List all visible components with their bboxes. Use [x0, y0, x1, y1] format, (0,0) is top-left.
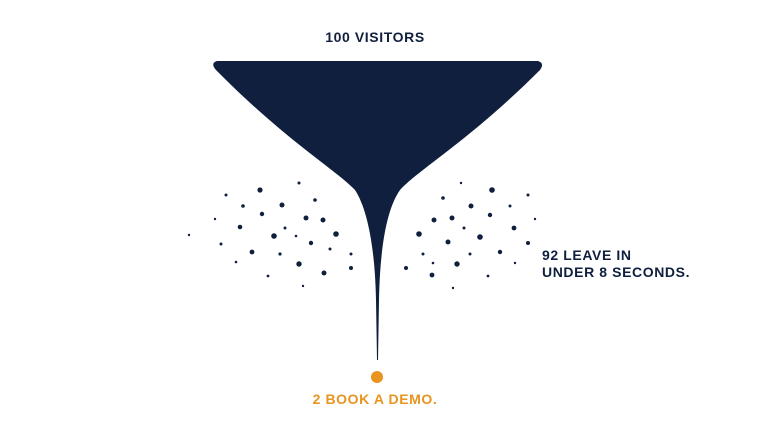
- leaving-visitor-dot: [283, 226, 287, 230]
- leaving-visitor-dot: [349, 252, 353, 256]
- leaving-visitor-dot: [219, 242, 223, 246]
- leaving-visitor-dot: [449, 215, 455, 221]
- leaving-visitor-dot: [224, 193, 228, 197]
- leaving-visitor-dot: [477, 234, 483, 240]
- leaving-visitor-dot: [313, 198, 317, 202]
- leaving-visitor-dot: [303, 215, 309, 221]
- leaving-visitor-dot: [241, 204, 245, 208]
- leaving-visitor-dot: [259, 211, 265, 217]
- leaving-visitor-dot: [187, 233, 191, 237]
- leaving-visitor-dot: [249, 249, 255, 255]
- leaving-visitor-dot: [513, 261, 517, 265]
- leave-label-line1: 92 LEAVE IN: [542, 247, 632, 263]
- leaving-visitor-dot: [257, 187, 263, 193]
- demo-booked-dot: [371, 371, 383, 383]
- leaving-visitor-dot: [441, 196, 445, 200]
- leaving-visitor-dot: [431, 261, 435, 265]
- leaving-visitor-dot: [431, 217, 437, 223]
- leaving-visitor-dot: [416, 231, 422, 237]
- leaving-visitor-dot: [526, 241, 530, 245]
- leave-label: 92 LEAVE IN UNDER 8 SECONDS.: [542, 247, 690, 281]
- leaving-visitor-dot: [266, 274, 270, 278]
- visitors-label: 100 VISITORS: [325, 29, 425, 45]
- leaving-visitor-dot: [468, 203, 474, 209]
- leaving-visitor-dot: [328, 247, 332, 251]
- leaving-visitor-dot: [278, 252, 282, 256]
- leaving-visitor-dot: [429, 272, 435, 278]
- leaving-visitor-dot: [454, 261, 460, 267]
- leaving-visitor-dot: [486, 274, 490, 278]
- leaving-visitors-left: [187, 181, 353, 288]
- leaving-visitor-dot: [459, 181, 463, 185]
- leaving-visitor-dot: [213, 217, 217, 221]
- leaving-visitor-dot: [526, 193, 530, 197]
- leaving-visitor-dot: [294, 234, 298, 238]
- leaving-visitor-dot: [489, 187, 495, 193]
- leaving-visitor-dot: [321, 270, 327, 276]
- leaving-visitor-dot: [271, 233, 277, 239]
- leaving-visitor-dot: [462, 226, 466, 230]
- leaving-visitor-dot: [421, 252, 425, 256]
- leaving-visitor-dot: [445, 239, 451, 245]
- leaving-visitor-dot: [301, 284, 305, 288]
- leaving-visitor-dot: [508, 204, 512, 208]
- leaving-visitor-dot: [308, 240, 314, 246]
- leave-label-line2: UNDER 8 SECONDS.: [542, 264, 691, 280]
- leaving-visitor-dot: [333, 231, 339, 237]
- leaving-visitor-dot: [237, 224, 243, 230]
- leaving-visitor-dot: [234, 260, 238, 264]
- leaving-visitor-dot: [320, 217, 326, 223]
- leaving-visitor-dot: [468, 252, 472, 256]
- leaving-visitor-dot: [279, 202, 285, 208]
- leaving-visitor-dot: [533, 217, 537, 221]
- leaving-visitor-dot: [404, 266, 408, 270]
- funnel-shape: [213, 61, 543, 360]
- leaving-visitor-dot: [451, 286, 455, 290]
- leaving-visitor-dot: [349, 266, 353, 270]
- leaving-visitors-right: [404, 181, 537, 290]
- leaving-visitor-dot: [487, 212, 493, 218]
- leaving-visitor-dot: [497, 249, 503, 255]
- leaving-visitor-dot: [297, 181, 301, 185]
- leaving-visitor-dot: [511, 225, 517, 231]
- leaving-visitor-dot: [296, 261, 302, 267]
- demo-label: 2 BOOK A DEMO.: [312, 391, 438, 407]
